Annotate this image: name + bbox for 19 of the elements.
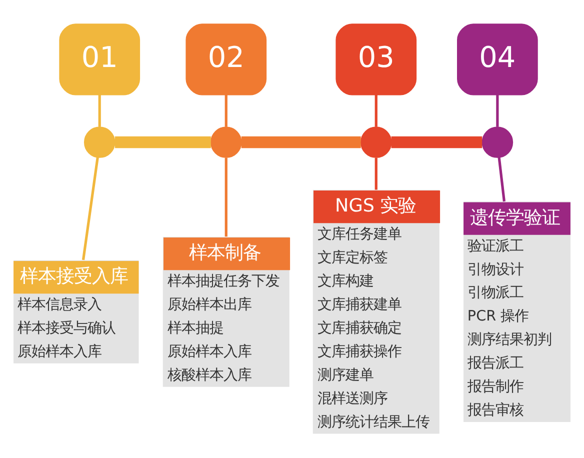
connector (374, 94, 378, 127)
connector (224, 94, 228, 127)
connector (82, 157, 99, 260)
node-box: 04 (457, 24, 538, 96)
connector (114, 136, 211, 148)
node-circle (84, 126, 116, 158)
connector (496, 94, 499, 127)
connector (98, 94, 101, 127)
connector (374, 158, 378, 190)
node-circle (482, 126, 514, 158)
node-box: 01 (59, 24, 140, 96)
connector (391, 136, 482, 148)
node-circle (210, 126, 242, 158)
node-box: 03 (336, 24, 417, 96)
connector (224, 158, 228, 237)
node-circle (360, 126, 392, 158)
connector (241, 136, 361, 148)
node-box: 02 (186, 24, 267, 96)
connector (498, 157, 506, 202)
